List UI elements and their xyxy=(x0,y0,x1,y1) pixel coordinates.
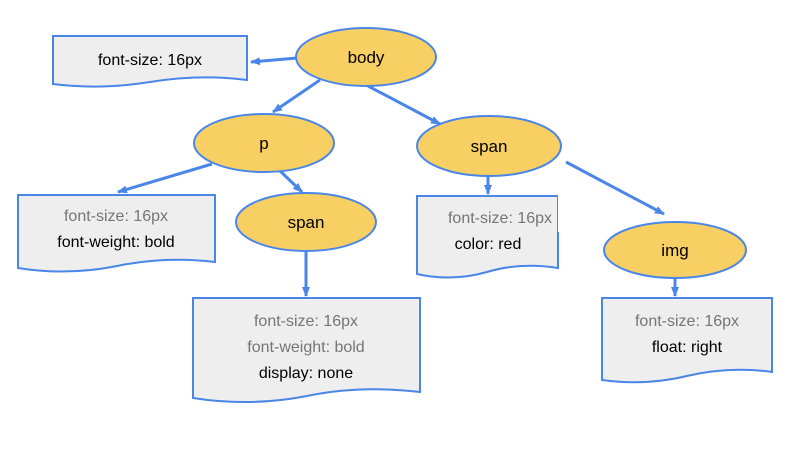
style-box-p: font-size: 16px font-weight: bold xyxy=(17,194,216,273)
style-text-p-own-1: font-weight: bold xyxy=(57,234,174,251)
style-text-span-1-inherited-2: font-weight: bold xyxy=(247,339,364,356)
node-body-label: body xyxy=(348,48,385,67)
style-text-img-own-1: float: right xyxy=(652,339,723,356)
edge-span-2-to-img xyxy=(565,160,665,216)
edge-body-to-p xyxy=(272,78,321,114)
style-text-p-inherited-1: font-size: 16px xyxy=(64,208,168,225)
style-text-span-1-own-1: display: none xyxy=(259,365,353,382)
edges xyxy=(117,56,679,297)
node-body: body xyxy=(295,27,437,87)
style-box-span-2: font-size: 16px color: red xyxy=(416,188,575,279)
node-p: p xyxy=(193,113,335,173)
node-img-label: img xyxy=(661,241,688,260)
node-span-2: span xyxy=(416,115,562,177)
style-text-span-2-inherited-1: font-size: 16px xyxy=(448,210,552,227)
node-span-1: span xyxy=(235,192,377,252)
style-box-body: font-size: 16px xyxy=(52,35,248,88)
style-text-body-own-1: font-size: 16px xyxy=(98,52,202,69)
node-span-1-label: span xyxy=(288,213,325,232)
style-box-img: font-size: 16px float: right xyxy=(601,297,773,384)
edge-p-to-span-1 xyxy=(276,167,304,194)
style-text-span-1-inherited-1: font-size: 16px xyxy=(254,313,358,330)
style-text-span-2-own-1: color: red xyxy=(455,236,522,253)
style-box-span-1: font-size: 16px font-weight: bold displa… xyxy=(192,297,421,404)
edge-p-to-style xyxy=(117,162,213,194)
node-span-2-label: span xyxy=(471,137,508,156)
node-img: img xyxy=(603,221,747,279)
node-p-label: p xyxy=(259,134,268,153)
edge-body-to-span-2 xyxy=(367,84,441,126)
style-text-img-inherited-1: font-size: 16px xyxy=(635,313,739,330)
edge-body-to-style xyxy=(250,56,298,66)
